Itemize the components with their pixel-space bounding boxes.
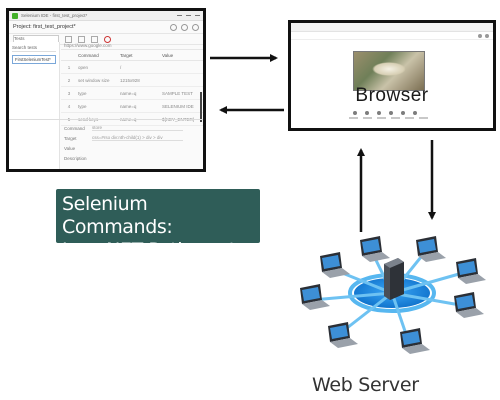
row-command: type — [77, 99, 119, 113]
project-label: Project: first_test_project* — [13, 24, 76, 30]
open-project-icon[interactable] — [181, 23, 188, 31]
row-command: open — [77, 60, 119, 74]
laptop-icon — [320, 252, 350, 278]
shortcut-icon[interactable] — [413, 111, 417, 115]
shortcut-icon[interactable] — [365, 111, 369, 115]
apps-icon[interactable] — [478, 33, 482, 38]
test-list-item[interactable]: FirstSeleniumTest* — [12, 55, 56, 64]
target-column-header: Target — [119, 50, 161, 61]
ide-test-list: Search tests FirstSeleniumTest* — [9, 42, 60, 169]
browser-address-bar[interactable] — [291, 32, 493, 40]
command-input[interactable]: store — [92, 125, 183, 131]
selenium-logo-icon — [12, 12, 18, 19]
table-row[interactable]: 4 type name=q SELENIUM IDE — [61, 99, 203, 113]
target-input[interactable]: css=#rso div:nth-child(1) > div > div — [92, 135, 183, 141]
row-value — [161, 73, 203, 87]
laptop-icon — [416, 236, 446, 262]
row-value: SELENIUM IDE — [161, 99, 203, 113]
window-controls[interactable] — [177, 15, 203, 16]
save-project-icon[interactable] — [192, 23, 199, 31]
table-row[interactable]: 3 type name=q SAMPLE TEST — [61, 86, 203, 100]
test-search-placeholder: Search tests — [12, 45, 38, 50]
browser-tab-bar — [291, 23, 493, 32]
ide-divider — [9, 119, 203, 120]
step-icon[interactable] — [91, 35, 98, 43]
commands-line-2: Java,NET,Python,etc. — [62, 239, 252, 261]
page-doodle-image — [353, 51, 425, 91]
test-search-input[interactable]: Search tests — [12, 45, 56, 52]
laptop-icon — [328, 322, 358, 348]
row-value: SAMPLE TEST — [161, 86, 203, 100]
shortcut-icon[interactable] — [389, 111, 393, 115]
command-label: Command — [64, 125, 85, 131]
value-label: Value — [64, 145, 76, 151]
row-value — [161, 60, 203, 74]
browser-window: Browser — [288, 20, 496, 131]
shortcut-icon[interactable] — [377, 111, 381, 115]
selenium-commands-box: Selenium Commands: Java,NET,Python,etc. — [56, 189, 260, 261]
run-test-icon[interactable] — [78, 35, 85, 43]
commands-line-1: Selenium Commands: — [62, 193, 173, 238]
shortcut-icon[interactable] — [353, 111, 357, 115]
server-tower-icon — [384, 258, 404, 300]
laptop-icon — [400, 328, 430, 354]
laptop-icon — [300, 284, 330, 310]
row-number: 1 — [61, 60, 77, 74]
row-command: set window size — [77, 73, 119, 87]
ide-project-bar: Project: first_test_project* — [9, 21, 203, 34]
row-number: 3 — [61, 86, 77, 100]
row-target: name=q — [119, 86, 161, 100]
row-number: 4 — [61, 99, 77, 113]
base-url-field[interactable]: https://www.google.com — [61, 42, 203, 50]
description-label: Description — [64, 155, 87, 161]
run-all-icon[interactable] — [65, 35, 72, 43]
value-column-header: Value — [161, 50, 203, 61]
ide-titlebar: Selenium IDE - first_test_project* — [9, 11, 203, 21]
row-number: 2 — [61, 73, 77, 87]
web-server-network — [300, 236, 486, 354]
tests-dropdown-label: Tests — [14, 36, 25, 41]
record-icon[interactable] — [104, 35, 111, 43]
laptop-icon — [456, 258, 486, 284]
row-target: 1215x928 — [119, 73, 161, 87]
selenium-ide-window: Selenium IDE - first_test_project* Proje… — [6, 8, 206, 172]
command-editor-form: Command store Target css=#rso div:nth-ch… — [61, 123, 203, 163]
web-server-label: Web Server — [312, 374, 419, 396]
row-command: type — [77, 86, 119, 100]
laptop-icon — [454, 292, 484, 318]
quick-links — [353, 111, 417, 115]
browser-label: Browser — [355, 85, 429, 106]
account-icon[interactable] — [485, 33, 489, 38]
row-target: name=q — [119, 99, 161, 113]
table-scrollbar[interactable] — [200, 92, 202, 122]
quick-link-labels — [349, 117, 428, 119]
laptop-icon — [360, 236, 390, 262]
index-column-header — [61, 50, 77, 61]
ide-window-title: Selenium IDE - first_test_project* — [21, 13, 88, 18]
target-label: Target — [64, 135, 77, 141]
row-target: / — [119, 60, 161, 74]
table-row[interactable]: 2 set window size 1215x928 — [61, 73, 203, 87]
shortcut-icon[interactable] — [401, 111, 405, 115]
new-project-icon[interactable] — [170, 23, 177, 31]
table-row[interactable]: 1 open / — [61, 60, 203, 74]
command-column-header: Command — [77, 50, 119, 61]
